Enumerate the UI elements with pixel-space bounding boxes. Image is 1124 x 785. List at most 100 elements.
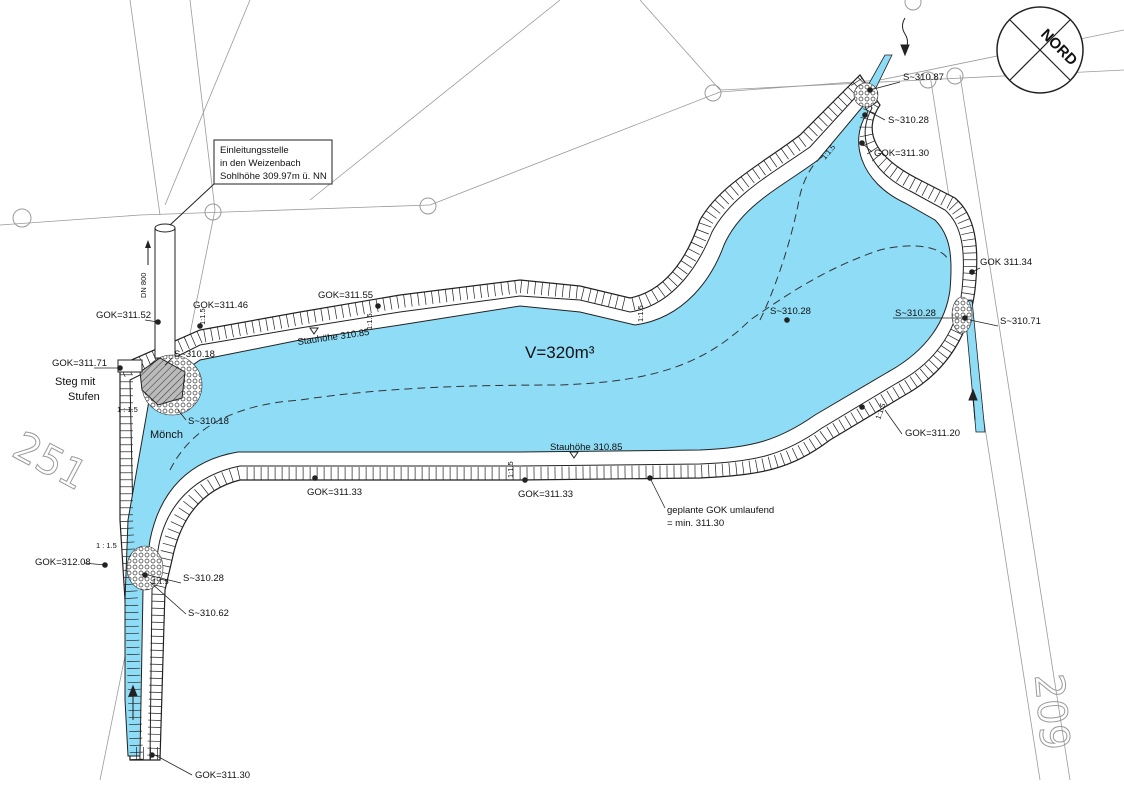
moench-label: Mönch — [150, 429, 183, 441]
hatch-tick — [614, 295, 619, 308]
hatch-tick — [514, 280, 517, 294]
hatch-tick — [791, 447, 799, 461]
hatch-tick — [947, 334, 960, 342]
hatch-tick — [561, 284, 564, 298]
hatch-tick — [145, 353, 152, 366]
hatch-tick — [774, 454, 779, 468]
hatch-tick — [757, 164, 766, 176]
hatch-tick — [950, 328, 963, 336]
hatch-tick — [520, 280, 523, 294]
hatch-tick — [710, 204, 721, 214]
hatch-tick — [937, 350, 948, 359]
sole-label: S~310.28 — [770, 306, 811, 317]
hatch-tick — [217, 326, 221, 340]
sole-label: S~310.28 — [183, 573, 224, 584]
hatch-tick — [962, 238, 976, 242]
hatch-tick — [944, 339, 956, 348]
sole-label: S~310.28 — [888, 115, 929, 126]
hatch-tick — [914, 372, 924, 384]
hatch-tick — [707, 464, 710, 478]
hatch-tick — [889, 166, 898, 178]
hatch-tick — [892, 386, 900, 399]
discharge-note-line-1: Einleitungsstelle — [220, 145, 289, 156]
hatch-tick — [183, 336, 190, 349]
hatch-tick — [851, 77, 863, 86]
hatch-tick — [533, 281, 536, 295]
hatch-tick — [272, 316, 276, 330]
parcel-number-209: 209 — [1025, 672, 1077, 752]
volume-label: V=320m³ — [525, 343, 595, 362]
hatch-tick — [540, 282, 543, 296]
hatch-tick — [164, 535, 178, 541]
hatch-tick — [327, 307, 331, 321]
hatch-tick — [921, 183, 929, 196]
hatch-tick — [493, 283, 496, 297]
hatch-tick — [159, 557, 173, 561]
hatch-tick — [701, 464, 703, 478]
hatch-tick — [761, 458, 765, 472]
hatch-tick — [621, 296, 626, 310]
hatch-tick — [361, 301, 365, 315]
hatch-tick — [819, 431, 828, 442]
gok-label: GOK=311.46 — [193, 300, 248, 311]
hatch-tick — [285, 314, 289, 328]
marker-dots — [102, 87, 975, 758]
hatch-tick — [763, 160, 772, 172]
hatch-tick — [728, 463, 731, 477]
hatch-tick — [188, 494, 199, 505]
hatch-tick — [162, 542, 176, 548]
hatch-tick — [948, 200, 959, 211]
hatch-tick — [183, 500, 194, 510]
hatch-tick — [817, 116, 828, 127]
hatch-tick — [194, 489, 204, 500]
hatch-tick — [124, 590, 138, 592]
hatch-tick — [838, 419, 846, 431]
hatch-tick — [701, 216, 714, 224]
hatch-tick — [223, 325, 227, 339]
gravel-patch-lower-left — [126, 545, 164, 591]
hatch-tick — [568, 285, 571, 299]
hatch-tick — [170, 521, 183, 528]
hatch-tick — [230, 324, 234, 338]
hatch-tick — [896, 170, 904, 182]
hatch-tick — [121, 541, 135, 544]
hatch-tick — [752, 168, 761, 180]
hatch-tick — [608, 293, 612, 307]
hatch-tick — [410, 293, 413, 307]
hatch-tick — [952, 206, 964, 215]
hatch-tick — [740, 176, 750, 188]
hatch-tick — [886, 390, 894, 403]
hatch-tick — [719, 194, 730, 205]
hatch-tick — [403, 294, 406, 308]
hatch-tick — [842, 91, 853, 102]
gok-label: GOK=312.08 — [35, 557, 91, 568]
hatch-tick — [832, 101, 843, 112]
inlet-channel-right — [963, 299, 986, 433]
hatch-tick — [396, 295, 400, 309]
hatch-tick — [221, 472, 228, 485]
gok-label: GOK=311.55 — [318, 290, 373, 301]
gok-label: GOK=311.33 — [307, 487, 362, 498]
planned-gok-note-line-2: = min. 311.30 — [667, 518, 724, 529]
pipe-label: DN 800 — [139, 273, 148, 298]
hatch-tick — [767, 456, 772, 470]
discharge-note-box — [213, 139, 333, 185]
hatch-tick — [735, 180, 744, 192]
hatch-tick — [265, 318, 269, 332]
hatch-tick — [479, 284, 482, 298]
hatch-tick — [527, 280, 530, 294]
gravel-patch-top — [853, 82, 879, 108]
hatch-tick — [656, 285, 666, 297]
gravel-patch-right — [951, 296, 973, 334]
hatch-tick — [919, 368, 929, 380]
hatch-tick — [940, 193, 947, 206]
hatch-tick — [957, 218, 970, 224]
hatch-tick — [721, 463, 724, 477]
hatch-tick — [500, 282, 503, 296]
sole-label: S~310.18 — [188, 416, 229, 427]
gok-label: GOK=311.71 — [52, 358, 107, 369]
hatch-tick — [814, 434, 823, 447]
hatch-tick — [724, 189, 734, 200]
hatch-tick — [808, 126, 818, 137]
water-contour-dashed-2 — [759, 154, 826, 321]
